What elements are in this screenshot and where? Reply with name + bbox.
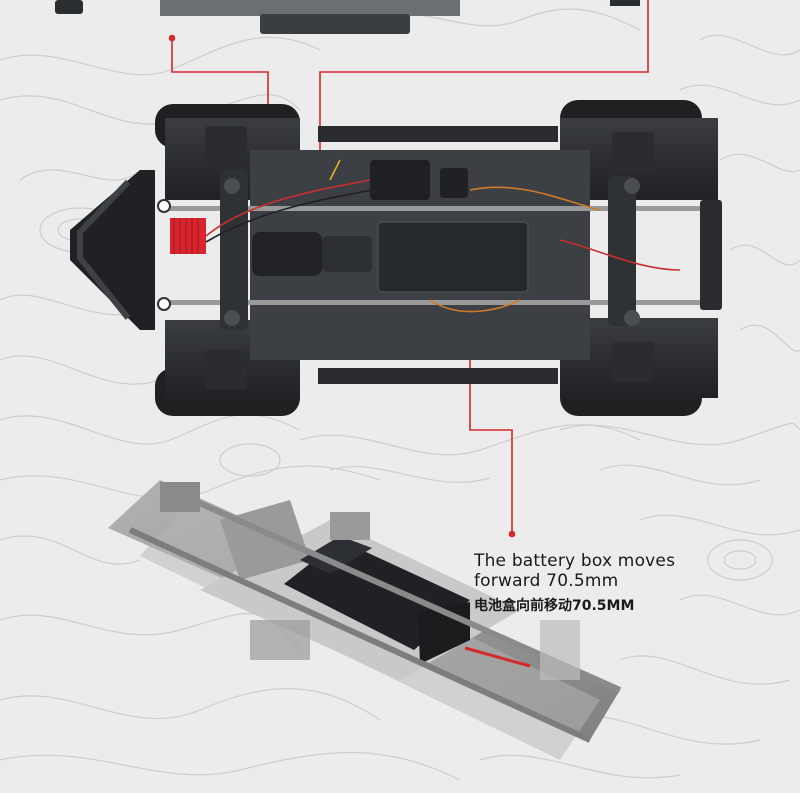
caption-line-2: forward 70.5mm xyxy=(474,571,619,591)
battery-box xyxy=(377,221,529,293)
crawler-isometric-view xyxy=(108,480,622,760)
caption-line-3-chinese: 电池盒向前移动70.5MM xyxy=(474,598,635,614)
red-heatsink xyxy=(170,218,206,254)
caption-block: The battery box moves forward 70.5mm 电池盒… xyxy=(474,551,794,615)
top-chassis-partial xyxy=(55,0,640,34)
crawler-top-view xyxy=(70,100,722,416)
caption-line-1: The battery box moves xyxy=(474,551,676,571)
contour-pattern xyxy=(0,8,800,781)
